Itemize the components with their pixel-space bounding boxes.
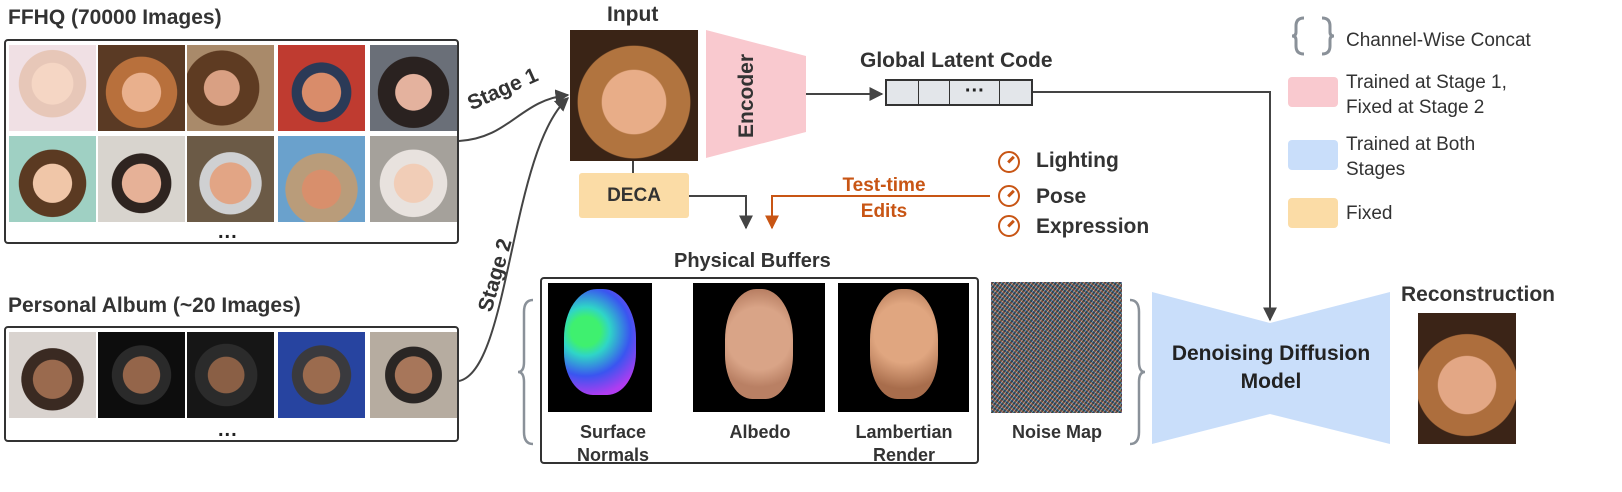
ffhq-face-7 — [98, 136, 185, 222]
legend-stage1-line1: Trained at Stage 1, — [1346, 72, 1507, 93]
lambertian-image — [838, 283, 969, 412]
album-face-3 — [187, 332, 274, 418]
latent-vector: ··· — [885, 79, 1033, 106]
edits-title: Test-time Edits — [834, 173, 934, 225]
ffhq-face-10 — [370, 136, 457, 222]
input-title: Input — [607, 3, 659, 26]
album-face-5 — [370, 332, 457, 418]
dial-icon — [998, 185, 1020, 207]
lambertian-label: Lambertian Render — [843, 421, 965, 467]
ffhq-face-5 — [370, 45, 457, 131]
album-more: ... — [218, 419, 238, 441]
encoder-label: Encoder — [735, 53, 758, 138]
lambertian-label-line2: Render — [872, 445, 935, 465]
input-image — [570, 30, 698, 161]
album-face-4 — [278, 332, 365, 418]
ffhq-panel: ... — [4, 39, 459, 244]
edit-expression: Expression — [1036, 215, 1150, 238]
deca-to-buffers-arrow — [689, 195, 753, 230]
ffhq-face-9 — [278, 136, 365, 222]
legend-stage1-line2: Fixed at Stage 2 — [1346, 97, 1485, 118]
noise-map-label: Noise Map — [1011, 422, 1103, 442]
album-title: Personal Album (~20 Images) — [8, 294, 301, 317]
legend-stage1: Trained at Stage 1, Fixed at Stage 2 — [1346, 70, 1507, 120]
normals-label-line2: Normals — [576, 445, 650, 465]
legend-fixed: Fixed — [1346, 203, 1393, 224]
album-face-2 — [98, 332, 185, 418]
normals-label-line1: Surface — [579, 422, 647, 442]
noise-map-image — [991, 282, 1122, 413]
legend-both-line2: Stages — [1346, 159, 1406, 180]
latent-cell-1 — [887, 81, 919, 104]
ffhq-face-1 — [9, 45, 96, 131]
diffusion-model-line1: Denoising Diffusion — [1171, 342, 1371, 365]
dial-icon — [998, 215, 1020, 237]
ffhq-face-3 — [187, 45, 274, 131]
albedo-image — [693, 283, 825, 412]
ffhq-face-4 — [278, 45, 365, 131]
brace-icon — [517, 298, 534, 446]
normals-label: Surface Normals — [560, 421, 666, 467]
reconstruction-image — [1418, 313, 1516, 444]
legend-both-line1: Trained at Both — [1346, 134, 1476, 155]
diffusion-model-label: Denoising Diffusion Model — [1152, 340, 1390, 396]
album-panel: ... — [4, 326, 459, 442]
album-face-1 — [9, 332, 96, 418]
brace-icon — [1129, 298, 1146, 446]
reconstruction-title: Reconstruction — [1401, 283, 1556, 306]
brace-icon — [1290, 16, 1336, 56]
stage2-label: Stage 2 — [474, 236, 517, 315]
diffusion-model-line2: Model — [1240, 370, 1302, 393]
deca-box: DECA — [579, 173, 689, 218]
legend-both: Trained at Both Stages — [1346, 132, 1475, 182]
ffhq-more: ... — [218, 221, 238, 243]
buffers-title: Physical Buffers — [674, 250, 831, 272]
latent-ellipsis: ··· — [950, 81, 1001, 104]
latent-cell-2 — [919, 81, 951, 104]
latent-title: Global Latent Code — [860, 49, 1053, 72]
edits-title-line1: Test-time — [842, 175, 926, 196]
legend-swatch-pink — [1288, 77, 1338, 107]
lambertian-label-line1: Lambertian — [855, 422, 953, 442]
edits-title-line2: Edits — [860, 201, 908, 222]
albedo-label: Albedo — [729, 422, 791, 442]
legend-swatch-blue — [1288, 140, 1338, 170]
ffhq-face-2 — [98, 45, 185, 131]
normals-image — [548, 283, 652, 412]
legend-concat: Channel-Wise Concat — [1346, 30, 1531, 51]
legend-swatch-orange — [1288, 198, 1338, 228]
edit-pose: Pose — [1036, 185, 1087, 208]
latent-cell-4 — [1000, 81, 1031, 104]
stage1-label: Stage 1 — [464, 63, 542, 116]
dial-icon — [998, 151, 1020, 173]
ffhq-title: FFHQ (70000 Images) — [8, 6, 222, 29]
ffhq-face-6 — [9, 136, 96, 222]
ffhq-face-8 — [187, 136, 274, 222]
edit-lighting: Lighting — [1036, 149, 1119, 172]
